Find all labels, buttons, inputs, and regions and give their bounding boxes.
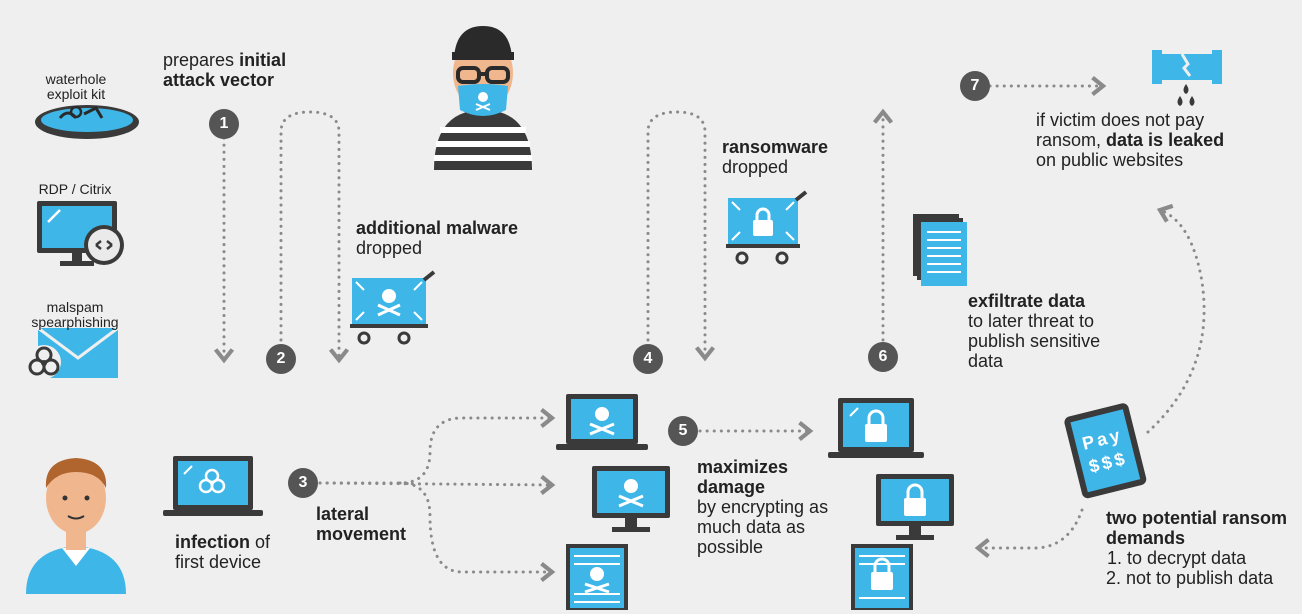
step-1-bold: initial attack vector — [163, 50, 287, 90]
lock-laptop-icon — [828, 398, 924, 458]
flow-step3-bottom — [398, 481, 556, 583]
flow-step4-loop — [646, 110, 716, 362]
step-6-badge: 6 — [868, 342, 898, 372]
skull-laptop-icon — [556, 394, 648, 450]
step-5-badge: 5 — [668, 416, 698, 446]
step-7-bold: data is leaked — [1106, 130, 1225, 150]
step-1-badge: 1 — [209, 109, 239, 139]
infected-laptop-icon — [163, 456, 263, 516]
malspam-label: malspam spearphishing — [31, 299, 119, 330]
step-6-bold: exfiltrate data — [968, 291, 1086, 311]
step-6-label: exfiltrate data to later threat to publi… — [968, 291, 1108, 371]
step-6-suffix: to later threat to publish sensitive dat… — [968, 311, 1101, 371]
flow-demand-up — [1146, 203, 1206, 434]
flow-step3-mid — [318, 474, 556, 495]
rdp-label: RDP / Citrix — [38, 181, 112, 197]
step-7-label: if victim does not pay ransom, data is l… — [1036, 110, 1248, 170]
flow-step2-loop — [279, 110, 350, 364]
step-3-label: lateral movement — [316, 504, 426, 544]
step-4-label: ransomware dropped — [722, 137, 862, 177]
step-2-suffix: dropped — [356, 238, 423, 258]
step-5-label: maximizes damage by encrypting as much d… — [697, 457, 855, 557]
ransom-demand-item-1: 1. to decrypt data — [1107, 548, 1247, 568]
waterhole-icon — [35, 105, 139, 139]
hacker-icon — [434, 26, 532, 170]
ransomware-cart-icon — [726, 190, 808, 265]
step-4-bold: ransomware — [722, 137, 829, 157]
step-7-pre: if victim does not pay ransom, — [1036, 110, 1205, 150]
victim-person-icon — [26, 458, 126, 594]
step-7-post: on public websites — [1036, 150, 1184, 170]
lock-document-icon — [851, 544, 913, 610]
step-5-bold: maximizes damage — [697, 457, 789, 497]
waterhole-label: waterhole exploit kit — [45, 71, 107, 102]
step-2-label: additional malware dropped — [356, 218, 546, 258]
skull-monitor-icon — [592, 466, 670, 532]
step-2-badge: 2 — [266, 344, 296, 374]
step-1-prefix: prepares — [163, 50, 235, 70]
ransom-demands-label: two potential ransom demands 1. to decry… — [1106, 508, 1300, 588]
step-4-suffix: dropped — [722, 157, 789, 177]
step-1-label: prepares initial attack vector — [163, 50, 333, 90]
step-7-badge: 7 — [960, 71, 990, 101]
flow-step3-top — [318, 407, 556, 485]
rdp-monitor-icon — [37, 201, 124, 266]
step-3-badge: 3 — [288, 468, 318, 498]
ransom-demands-title: two potential ransom demands — [1106, 508, 1288, 548]
documents-icon — [913, 214, 967, 286]
infection-line2: first device — [175, 552, 262, 572]
leaking-pipe-icon — [1152, 50, 1222, 106]
pay-sign-icon: Pay $$$ — [1064, 403, 1147, 499]
skull-document-icon — [566, 544, 628, 610]
step-2-bold: additional malware — [356, 218, 519, 238]
step-3-bold: lateral movement — [316, 504, 407, 544]
infection-rest: of — [255, 532, 271, 552]
infection-bold: infection — [175, 532, 250, 552]
envelope-biohazard-icon — [27, 326, 119, 379]
infection-label: infection of first device — [175, 532, 305, 572]
step-5-suffix: by encrypting as much data as possible — [697, 497, 829, 557]
flow-demand-left — [974, 508, 1084, 559]
step-4-badge: 4 — [633, 344, 663, 374]
ransom-demand-item-2: 2. not to publish data — [1106, 568, 1274, 588]
lock-monitor-icon — [876, 474, 954, 540]
malware-cart-icon — [350, 270, 436, 345]
